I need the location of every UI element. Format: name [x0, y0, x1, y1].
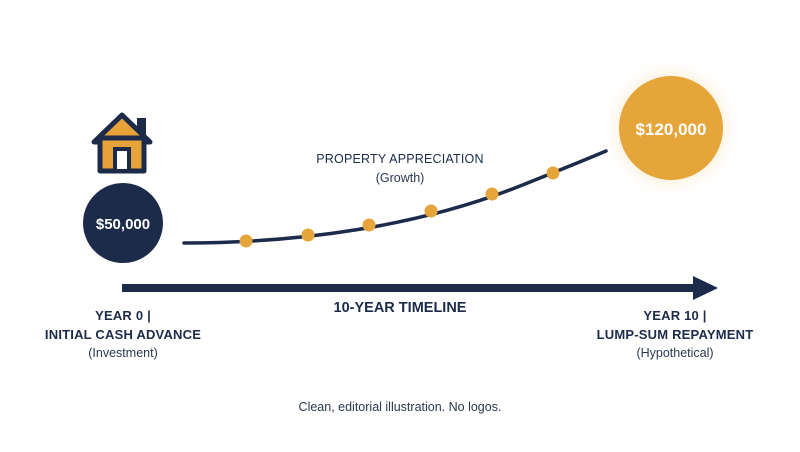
house-icon — [91, 112, 153, 174]
caption: Clean, editorial illustration. No logos. — [298, 400, 502, 414]
end-label: YEAR 10 | LUMP-SUM REPAYMENT (Hypothetic… — [572, 306, 778, 363]
start-amount-circle — [83, 183, 163, 263]
end-amount-circle — [619, 76, 723, 180]
timeline-arrow — [122, 276, 718, 300]
growth-point — [362, 218, 376, 232]
start-amount: $50,000 — [96, 216, 150, 233]
timeline-shaft — [122, 284, 698, 292]
start-note: (Investment) — [88, 346, 158, 360]
growth-point — [239, 234, 253, 248]
end-heading-line2: LUMP-SUM REPAYMENT — [596, 327, 754, 342]
start-heading-line1: YEAR 0 | — [95, 308, 151, 323]
end-note: (Hypothetical) — [636, 346, 714, 360]
end-heading-line1: YEAR 10 | — [643, 308, 707, 323]
timeline-label: 10-YEAR TIMELINE — [333, 300, 467, 316]
appreciation-label: PROPERTY APPRECIATION (Growth) — [290, 150, 510, 188]
growth-curve — [182, 149, 608, 245]
start-heading-line2: INITIAL CASH ADVANCE — [44, 327, 202, 342]
growth-point — [424, 204, 438, 218]
start-label: YEAR 0 | INITIAL CASH ADVANCE (Investmen… — [20, 306, 226, 363]
growth-point — [485, 187, 499, 201]
appreciation-heading: PROPERTY APPRECIATION — [316, 152, 484, 166]
appreciation-note: (Growth) — [375, 171, 425, 185]
growth-point — [546, 166, 560, 180]
end-amount: $120,000 — [636, 120, 707, 139]
growth-markers — [239, 166, 560, 248]
growth-point — [301, 228, 315, 242]
timeline-arrowhead — [693, 276, 718, 300]
